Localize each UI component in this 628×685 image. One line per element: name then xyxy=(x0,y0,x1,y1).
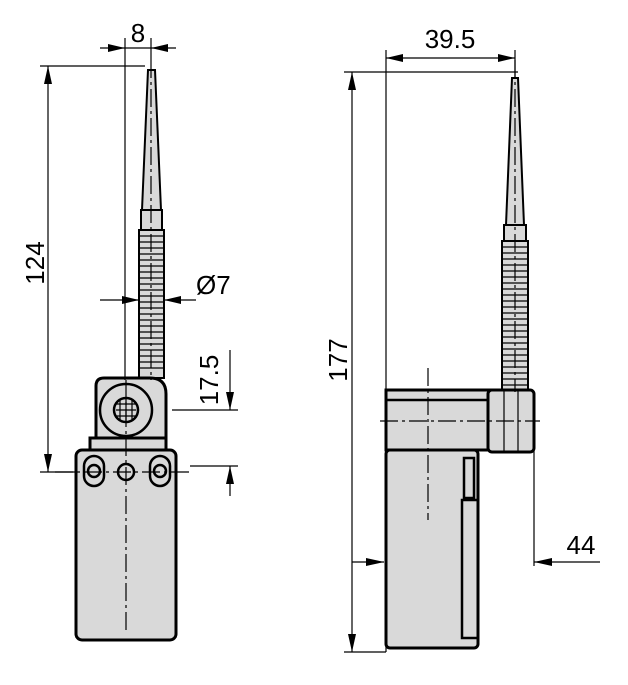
dim-label-lever-width: 39.5 xyxy=(425,24,476,54)
front-view xyxy=(55,60,190,642)
dim-rod-diameter: Ø7 xyxy=(100,270,231,304)
dim-head-height: 17.5 xyxy=(172,350,238,496)
dim-lever-offset: 8 xyxy=(100,18,176,380)
dim-height-total: 177 xyxy=(323,71,518,653)
dim-height-front: 124 xyxy=(20,65,145,473)
front-body xyxy=(74,448,178,642)
dim-label-rod-diameter: Ø7 xyxy=(196,270,231,300)
dim-depth: 44 xyxy=(352,446,600,566)
dim-label-height-front: 124 xyxy=(20,241,50,284)
dim-lever-width: 39.5 xyxy=(385,24,516,652)
dim-label-lever-offset: 8 xyxy=(131,18,145,48)
dim-label-depth: 44 xyxy=(567,530,596,560)
dim-label-height-total: 177 xyxy=(323,338,353,381)
side-body xyxy=(384,448,480,650)
front-head xyxy=(88,376,168,454)
side-head xyxy=(384,388,536,458)
dim-label-head-height: 17.5 xyxy=(194,355,224,406)
side-view xyxy=(380,60,540,650)
